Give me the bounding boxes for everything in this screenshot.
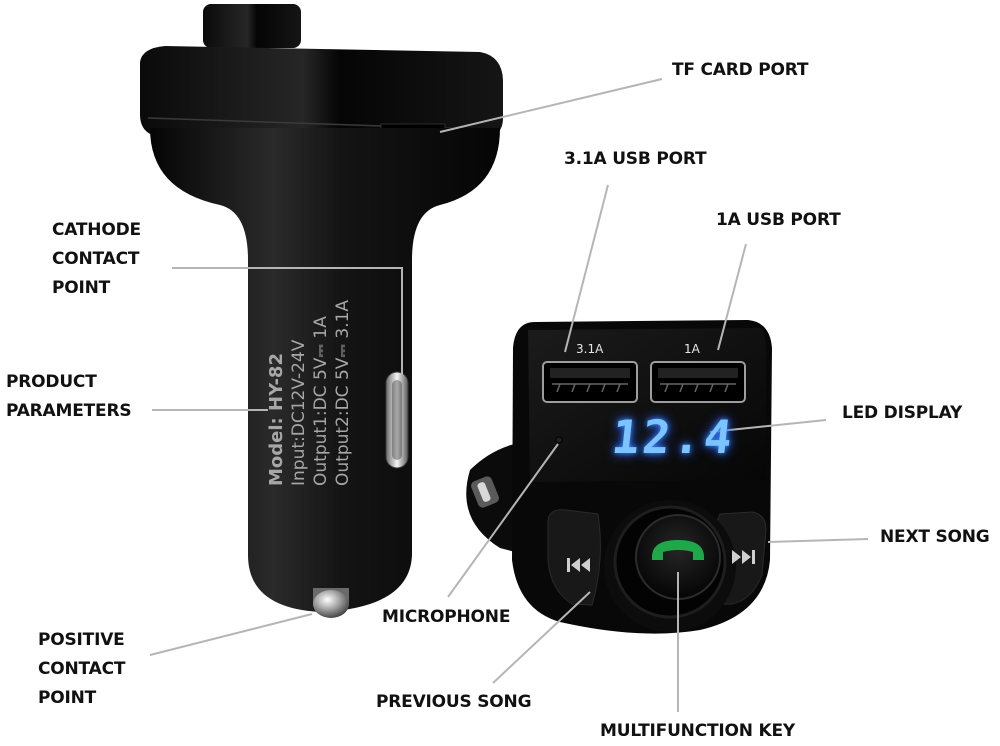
label-1a-usb-port: 1A USB PORT: [716, 210, 841, 230]
car-charger-side-view: [140, 4, 503, 618]
label-multifunction-key: MULTIFUNCTION KEY: [600, 721, 795, 741]
previous-track-icon: [567, 558, 590, 572]
phone-call-icon: [652, 540, 704, 560]
label-line: POINT: [38, 688, 97, 708]
label-line: CATHODE: [52, 220, 141, 240]
label-line: POINT: [52, 278, 111, 298]
leader-lines: [149, 78, 869, 712]
label-next-song: NEXT SONG: [880, 527, 990, 547]
label-tf-card-port: TF CARD PORT: [672, 60, 809, 80]
label-positive-contact-point: POSITIVE CONTACT POINT: [38, 626, 125, 713]
label-microphone: MICROPHONE: [382, 607, 511, 627]
label-31a-usb-port: 3.1A USB PORT: [564, 149, 707, 169]
label-line: CONTACT: [38, 659, 126, 679]
label-line: POSITIVE: [38, 630, 125, 650]
label-led-display: LED DISPLAY: [842, 403, 963, 423]
label-product-parameters: PRODUCT PARAMETERS: [6, 368, 132, 426]
car-charger-front-view: [466, 320, 772, 634]
label-line: PRODUCT: [6, 372, 97, 392]
usb-port-label-31a: 3.1A: [576, 342, 604, 356]
label-previous-song: PREVIOUS SONG: [376, 692, 532, 712]
led-display-value: 12.4: [609, 410, 738, 464]
product-parameters-print: Model: HY-82 Input:DC12V-24V Output1:DC …: [266, 300, 354, 486]
spec-model: Model: HY-82: [266, 353, 287, 486]
spec-input: Input:DC12V-24V: [289, 339, 309, 486]
label-line: CONTACT: [52, 249, 140, 269]
spec-output1: Output1:DC 5V⎓ 1A: [311, 316, 331, 486]
label-line: PARAMETERS: [6, 401, 132, 421]
next-track-icon: [732, 550, 755, 564]
label-cathode-contact-point: CATHODE CONTACT POINT: [52, 216, 141, 303]
usb-port-label-1a: 1A: [684, 342, 700, 356]
spec-output2: Output2:DC 5V⎓ 3.1A: [333, 299, 353, 486]
